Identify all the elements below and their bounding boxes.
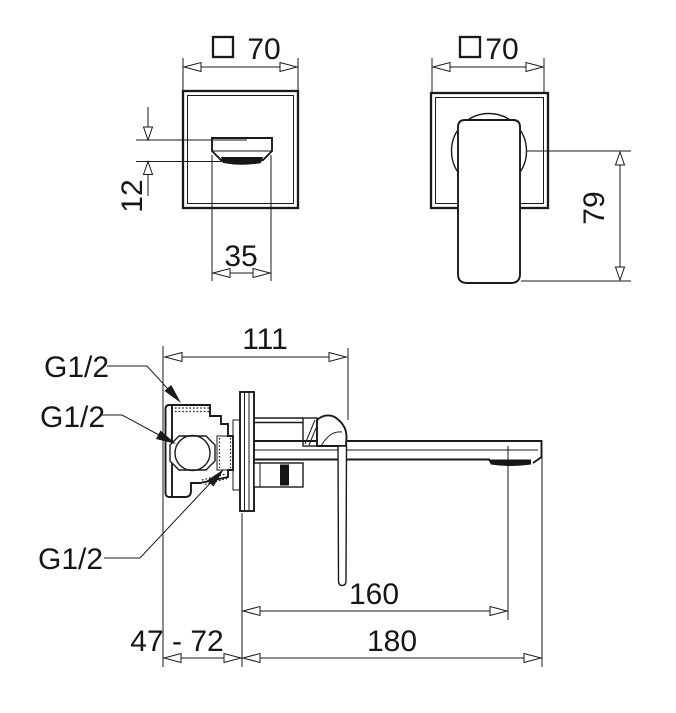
aerator-side (488, 459, 531, 466)
arrowhead (223, 652, 243, 664)
dim-label-12: 12 (116, 179, 149, 212)
spout-base-mount (253, 462, 304, 488)
leader-arrowhead (156, 430, 176, 444)
leader-arrowhead (207, 469, 224, 487)
dim-label-180: 180 (367, 625, 417, 658)
arrowhead (211, 267, 231, 279)
leader-line (107, 365, 179, 401)
spout-front-view: 70 12 35 (116, 33, 300, 281)
arrowhead (241, 605, 261, 617)
escutcheon-inner-edge (187, 95, 294, 204)
spout-nozzle-front (211, 137, 273, 161)
g12-label-top: G1/2 (44, 351, 109, 384)
arrowhead (142, 126, 154, 142)
valve-body-flange (164, 404, 172, 498)
dim-label-70-handle: 70 (485, 33, 518, 66)
lever-rod-side (337, 445, 348, 587)
arrowhead (241, 652, 261, 664)
dim-label-47-72: 47 - 72 (130, 625, 223, 658)
square-symbol-icon (211, 35, 235, 59)
dim-label-160: 160 (349, 578, 399, 611)
arrowhead (489, 605, 509, 617)
section-view: 111 G1/2 (38, 323, 543, 667)
aerator-front (221, 157, 263, 165)
handle-front-view: 70 79 (429, 33, 631, 284)
dim-label-111: 111 (242, 323, 288, 356)
escutcheon-plate-front (181, 89, 300, 210)
arrowhead (252, 267, 272, 279)
arrowhead (142, 159, 154, 175)
handle-lever-front (457, 119, 521, 284)
arrowhead (162, 652, 182, 664)
back-flange (232, 419, 241, 491)
inlet-port-circle (174, 434, 211, 472)
lever-cap-detail (320, 431, 343, 447)
leader-line (102, 414, 173, 443)
wall-plate (239, 391, 255, 512)
leader-arrowhead (164, 385, 181, 403)
arrowhead (614, 266, 626, 282)
lever-cap (316, 414, 348, 447)
arrowhead (279, 61, 299, 73)
square-symbol-icon (458, 35, 482, 59)
coupling-hatch (304, 419, 316, 445)
arrowhead (431, 61, 451, 73)
arrowhead (182, 61, 202, 73)
dim-label-35: 35 (224, 240, 257, 273)
dim-label-70-spout: 70 (247, 33, 280, 66)
g12-label-bottom: G1/2 (38, 543, 103, 576)
arrowhead (328, 351, 348, 363)
arrowhead (163, 351, 183, 363)
coupling-hatch (308, 427, 317, 446)
spout-side (254, 440, 543, 464)
g12-label-middle: G1/2 (40, 401, 105, 434)
mount-seal (280, 464, 289, 486)
dim-label-79: 79 (578, 191, 611, 224)
hex-boss (169, 435, 216, 471)
arrowhead (523, 652, 543, 664)
leader-line (104, 476, 217, 559)
arrowhead (525, 61, 545, 73)
arrowhead (614, 150, 626, 166)
